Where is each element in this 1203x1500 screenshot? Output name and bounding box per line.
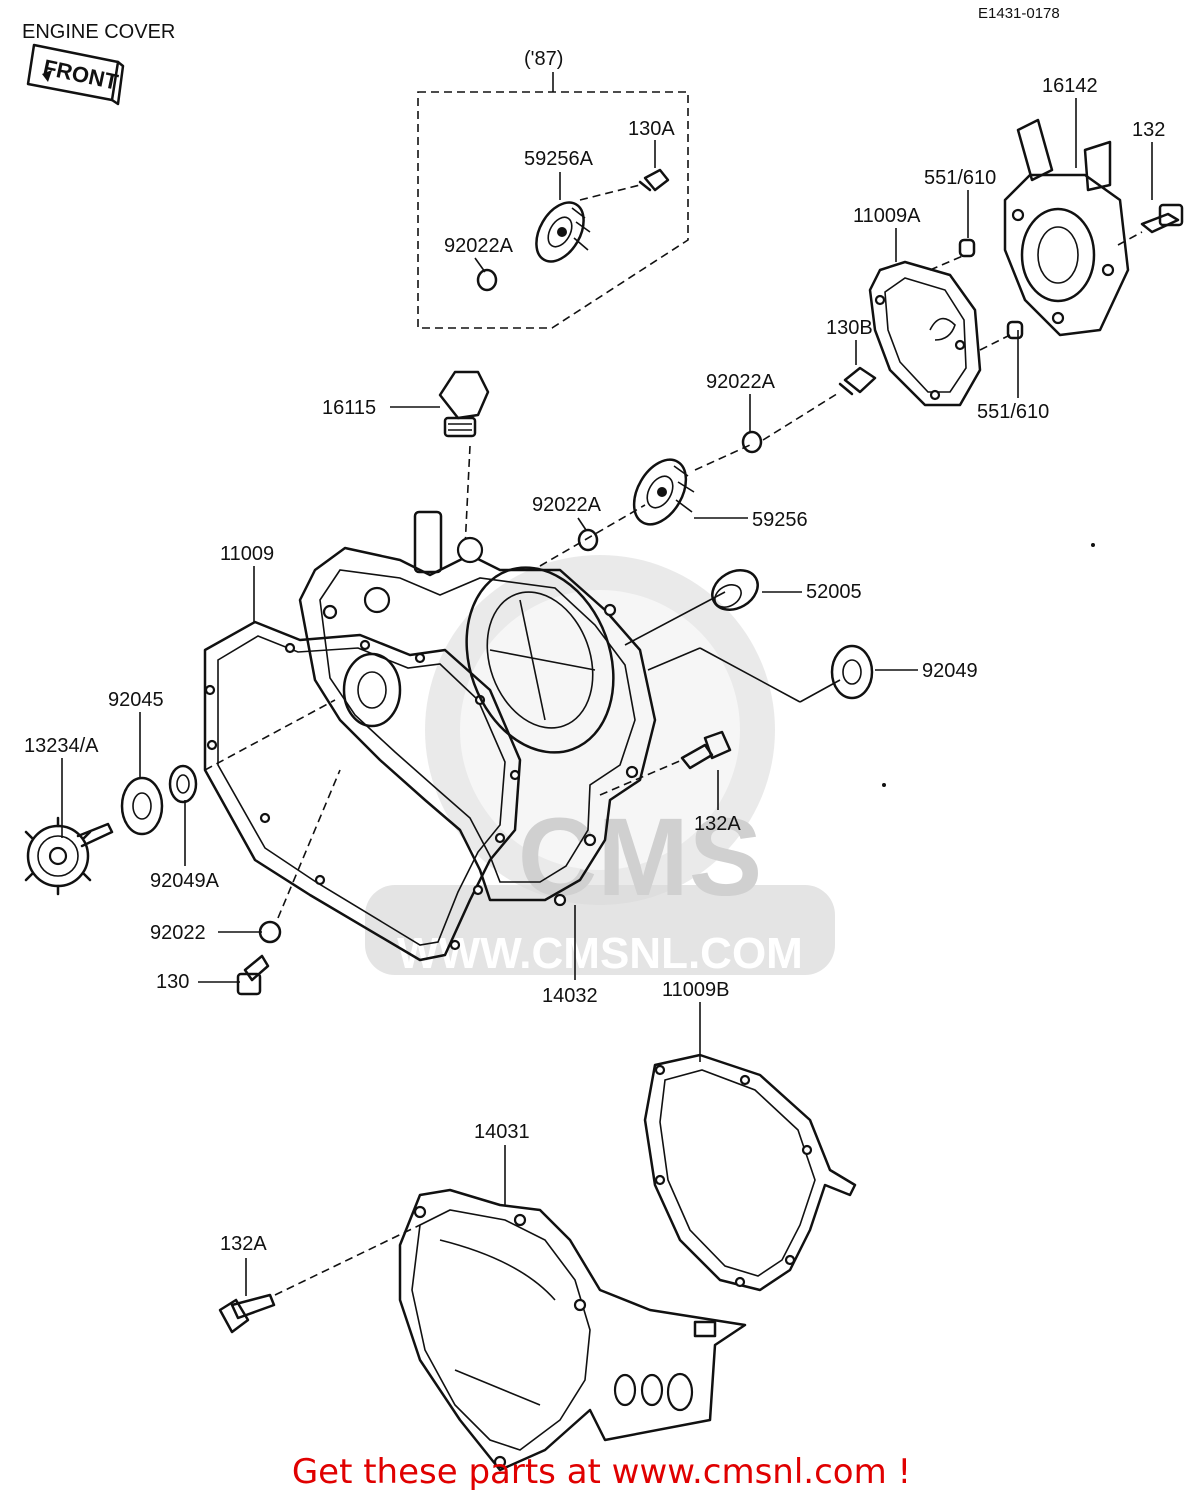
label-11009: 11009 bbox=[220, 543, 274, 565]
bolt-132A-mid bbox=[680, 730, 732, 770]
dowel-551-610-bot bbox=[1006, 320, 1024, 340]
label-92022: 92022 bbox=[150, 922, 206, 944]
cover-14031 bbox=[398, 1188, 747, 1472]
bearing-92045 bbox=[120, 776, 164, 836]
label-14032: 14032 bbox=[542, 985, 598, 1007]
label-16115: 16115 bbox=[322, 397, 376, 419]
label-59256A: 59256A bbox=[524, 148, 594, 170]
label-132: 132 bbox=[1132, 119, 1165, 141]
label-92022A-mid: 92022A bbox=[706, 371, 776, 393]
label-130B: 130B bbox=[826, 317, 873, 339]
option-box-87: ('87) bbox=[417, 48, 689, 329]
gasket-11009A bbox=[868, 260, 982, 407]
label-92022A-low: 92022A bbox=[532, 494, 602, 516]
label-92049A: 92049A bbox=[150, 870, 220, 892]
label-52005: 52005 bbox=[806, 581, 862, 603]
label-11009B: 11009B bbox=[662, 979, 729, 1001]
label-130: 130 bbox=[156, 971, 189, 993]
impeller-59256A bbox=[535, 201, 591, 263]
bolt-130 bbox=[236, 954, 270, 996]
leader-lines bbox=[61, 98, 1153, 1296]
part-labels: 130A 59256A 92022A 16142 132 551/610 110… bbox=[24, 75, 1165, 1255]
diagram-code: E1431-0178 bbox=[978, 5, 1060, 22]
seal-92049A bbox=[168, 764, 198, 804]
label-92022A-top: 92022A bbox=[444, 235, 514, 257]
label-551-610-bot: 551/610 bbox=[977, 401, 1049, 423]
label-132A-bot: 132A bbox=[220, 1233, 267, 1255]
bolt-132A-bot bbox=[218, 1293, 276, 1334]
label-132A-mid: 132A bbox=[694, 813, 741, 835]
impeller-59256 bbox=[632, 458, 695, 526]
gasket-11009B bbox=[643, 1053, 857, 1292]
page-title: ENGINE COVER bbox=[22, 21, 175, 43]
label-551-610-top: 551/610 bbox=[924, 167, 996, 189]
watermark: CMS WWW.CMSNL.COM bbox=[365, 555, 835, 978]
label-130A: 130A bbox=[628, 118, 675, 140]
label-11009A: 11009A bbox=[853, 205, 921, 227]
bolt-130B bbox=[838, 366, 877, 396]
bearing-92049 bbox=[830, 644, 874, 700]
arrow-icon bbox=[42, 70, 52, 82]
label-16142: 16142 bbox=[1042, 75, 1098, 97]
bolt-130A bbox=[638, 168, 670, 192]
option-box-label: ('87) bbox=[524, 48, 563, 70]
washer-92022 bbox=[258, 920, 282, 944]
label-14031: 14031 bbox=[474, 1121, 530, 1143]
washer-92022A-top bbox=[476, 268, 498, 292]
front-marker: FRONT bbox=[26, 43, 125, 106]
dowel-551-610-top bbox=[958, 238, 976, 258]
seal-52005 bbox=[711, 569, 759, 611]
engine-cover-14032 bbox=[298, 510, 657, 907]
label-92049: 92049 bbox=[922, 660, 978, 682]
label-92045: 92045 bbox=[108, 689, 164, 711]
filler-cap-16115 bbox=[438, 370, 490, 438]
watermark-url: WWW.CMSNL.COM bbox=[397, 929, 803, 978]
pump-cover-16142 bbox=[1003, 118, 1130, 337]
bolt-132 bbox=[1140, 203, 1184, 234]
washer-92022A-mid bbox=[741, 430, 763, 454]
label-13234-A: 13234/A bbox=[24, 735, 99, 757]
label-59256: 59256 bbox=[752, 509, 808, 531]
washer-92022A-low bbox=[577, 528, 599, 552]
gasket-11009 bbox=[203, 620, 522, 962]
footer-promo[interactable]: Get these parts at www.cmsnl.com ! bbox=[291, 1452, 912, 1492]
gear-13234-A bbox=[24, 816, 114, 896]
